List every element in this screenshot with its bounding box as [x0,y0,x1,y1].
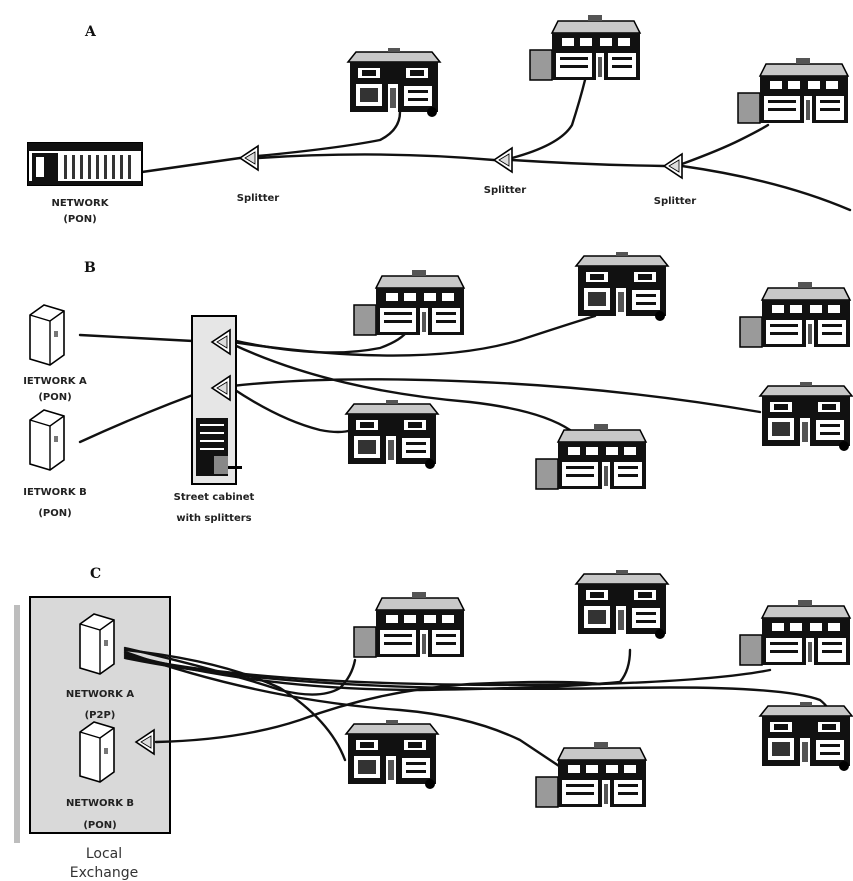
splitter-label: Splitter [237,193,280,204]
house-icon [737,57,849,124]
server-icon [29,304,65,366]
section-b-letter: B [84,260,96,276]
server-icon [79,613,115,675]
section-a-network-sublabel: (PON) [63,214,96,225]
splitter-label: Splitter [484,185,527,196]
section-c-letter: C [90,566,101,582]
network-a-sublabel: (PON) [38,392,71,403]
local-exchange-sublabel: Exchange [70,865,138,881]
house-icon [529,14,641,81]
section-a-cables [140,78,852,212]
network-a-sublabel: (P2P) [85,710,116,721]
house-icon [347,47,441,118]
server-icon [29,409,65,471]
street-cabinet-label: Street cabinet [174,492,255,503]
server-icon [79,721,115,783]
house-icon [535,741,647,808]
house-icon [739,599,851,666]
house-icon [575,569,669,640]
house-icon [353,591,465,658]
house-icon [353,269,465,336]
section-a-letter: A [84,24,97,40]
splitter-icon [663,153,683,179]
network-a-label: NETWORK A [66,689,134,700]
section-a-network-label: NETWORK [51,198,109,209]
section-b-cables [78,314,762,444]
house-icon [739,281,851,348]
house-icon [535,423,647,490]
house-icon [575,251,669,322]
splitter-icon [493,147,513,173]
street-cabinet-sublabel: with splitters [176,513,251,524]
house-icon [759,381,853,452]
splitter-label: Splitter [654,196,697,207]
splitter-icon [239,145,259,171]
house-icon [345,719,439,790]
local-exchange-label: Local [86,846,122,862]
olt-rack-icon [27,142,143,186]
house-icon [345,399,439,470]
network-a-label: IETWORK A [23,376,87,387]
house-icon [759,701,853,772]
network-b-label: NETWORK B [66,798,134,809]
section-c-cables [123,646,832,774]
network-b-sublabel: (PON) [38,508,71,519]
network-b-sublabel: (PON) [83,820,116,831]
network-b-label: IETWORK B [23,487,86,498]
